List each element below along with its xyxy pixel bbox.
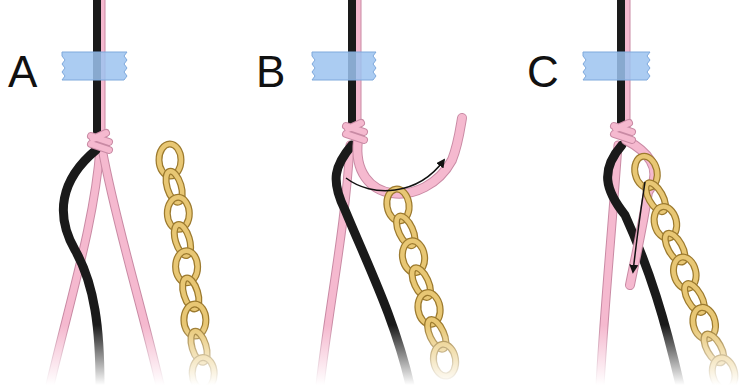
direction-arrows: [346, 160, 645, 272]
tape: [62, 52, 650, 80]
panel-letter: A: [8, 50, 37, 94]
fade-out: [0, 325, 747, 385]
panel-letter: B: [256, 50, 285, 94]
panel-letter: C: [527, 50, 559, 94]
